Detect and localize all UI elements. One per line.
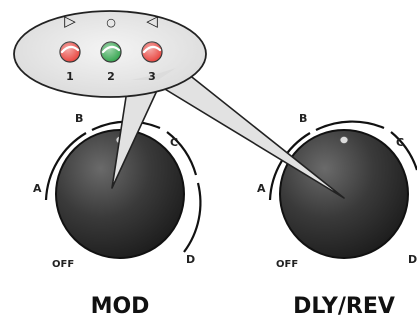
dlyrev-arc-a bbox=[268, 132, 311, 201]
mod-label-off: OFF bbox=[52, 259, 74, 270]
dlyrev-arc-c bbox=[390, 131, 417, 171]
dlyrev-knob-group: OFF A B C D DLY/REV bbox=[257, 112, 417, 319]
led-3-glare-icon bbox=[142, 45, 162, 54]
led-1-glare-icon bbox=[60, 45, 80, 54]
led-number-2: 2 bbox=[107, 70, 115, 83]
dlyrev-label-a: A bbox=[257, 182, 266, 195]
mod-label-b: B bbox=[75, 112, 83, 125]
play-forward-symbol: ▷ bbox=[64, 12, 76, 30]
led-1 bbox=[59, 41, 81, 63]
dlyrev-arc-b bbox=[315, 120, 385, 131]
led-number-3: 3 bbox=[148, 70, 156, 83]
dlyrev-label-off: OFF bbox=[276, 259, 298, 270]
mod-arc-c bbox=[166, 131, 198, 176]
callout: ▷ ○ ◁ 1 2 3 bbox=[13, 10, 345, 199]
led-3 bbox=[141, 41, 163, 63]
dlyrev-title: DLY/REV bbox=[293, 294, 395, 319]
mod-knob[interactable] bbox=[55, 129, 185, 259]
dlyrev-label-b: B bbox=[299, 112, 307, 125]
callout-seam bbox=[131, 68, 176, 80]
circle-symbol: ○ bbox=[106, 16, 116, 29]
dlyrev-knob-indicator bbox=[339, 135, 349, 144]
mod-label-a: A bbox=[33, 182, 42, 195]
led-number-1: 1 bbox=[66, 70, 74, 83]
mod-arc-d bbox=[183, 182, 202, 253]
mod-label-c: C bbox=[170, 136, 178, 149]
dlyrev-knob[interactable] bbox=[279, 129, 409, 259]
dlyrev-label-d: D bbox=[408, 253, 417, 266]
mod-title: MOD bbox=[91, 294, 150, 319]
mod-arc-a bbox=[44, 132, 87, 201]
led-2 bbox=[100, 41, 122, 63]
mod-knob-group: OFF A B C D MOD bbox=[33, 112, 202, 319]
play-backward-symbol: ◁ bbox=[146, 12, 158, 30]
dlyrev-label-c: C bbox=[396, 136, 404, 149]
mod-label-d: D bbox=[186, 253, 195, 266]
led-2-glare-icon bbox=[101, 45, 121, 54]
